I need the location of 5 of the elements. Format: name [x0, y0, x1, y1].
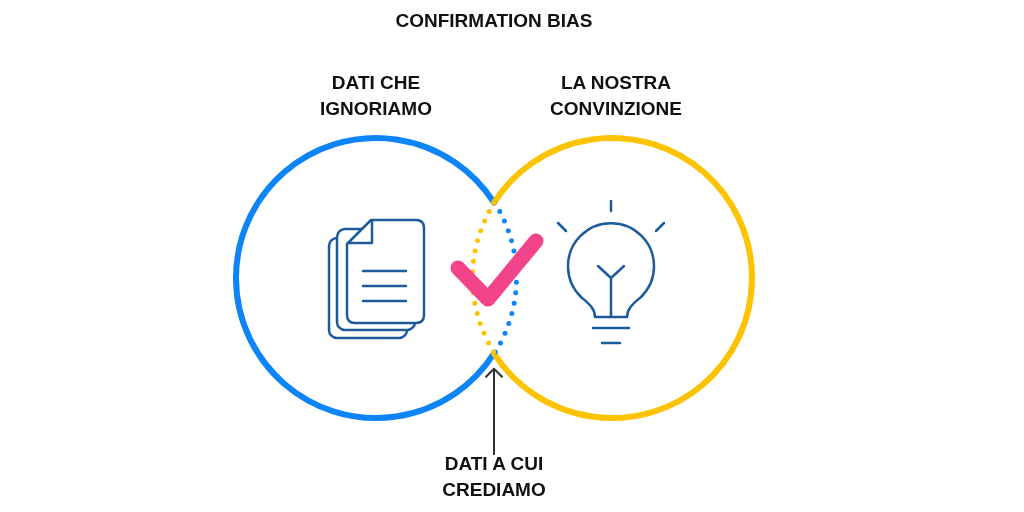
- circle-label: DATI CHE IGNORIAMO: [319, 71, 433, 121]
- annotation-label: DATI A CUI CREDIAMO: [441, 452, 547, 502]
- arrow: [485, 367, 503, 456]
- diagram-title: CONFIRMATION BIAS: [394, 9, 594, 33]
- circle-label: LA NOSTRA CONVINZIONE: [549, 71, 683, 121]
